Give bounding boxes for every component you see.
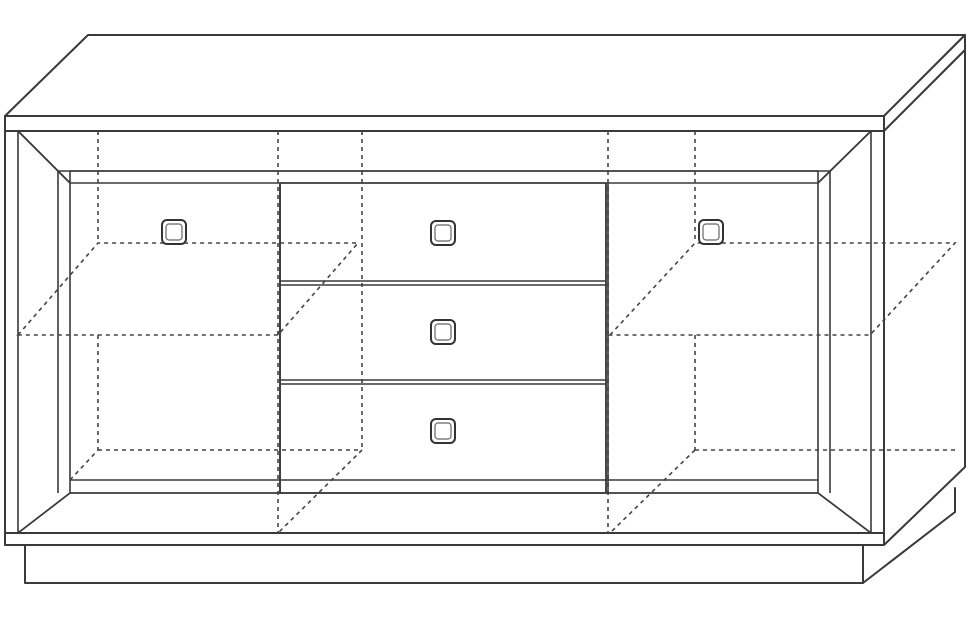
top-slab: [4, 34, 966, 132]
hidden-lines: [16, 131, 957, 534]
doors: [279, 183, 609, 493]
right-door-knob: [698, 219, 724, 245]
drawer-1-knob: [430, 220, 456, 246]
left-door-knob: [161, 219, 187, 245]
plinth: [24, 487, 956, 584]
drawer-3-knob: [430, 418, 456, 444]
carcass-front: [4, 130, 885, 546]
drawer-2-knob: [430, 319, 456, 345]
right-side-panel: [883, 49, 966, 546]
